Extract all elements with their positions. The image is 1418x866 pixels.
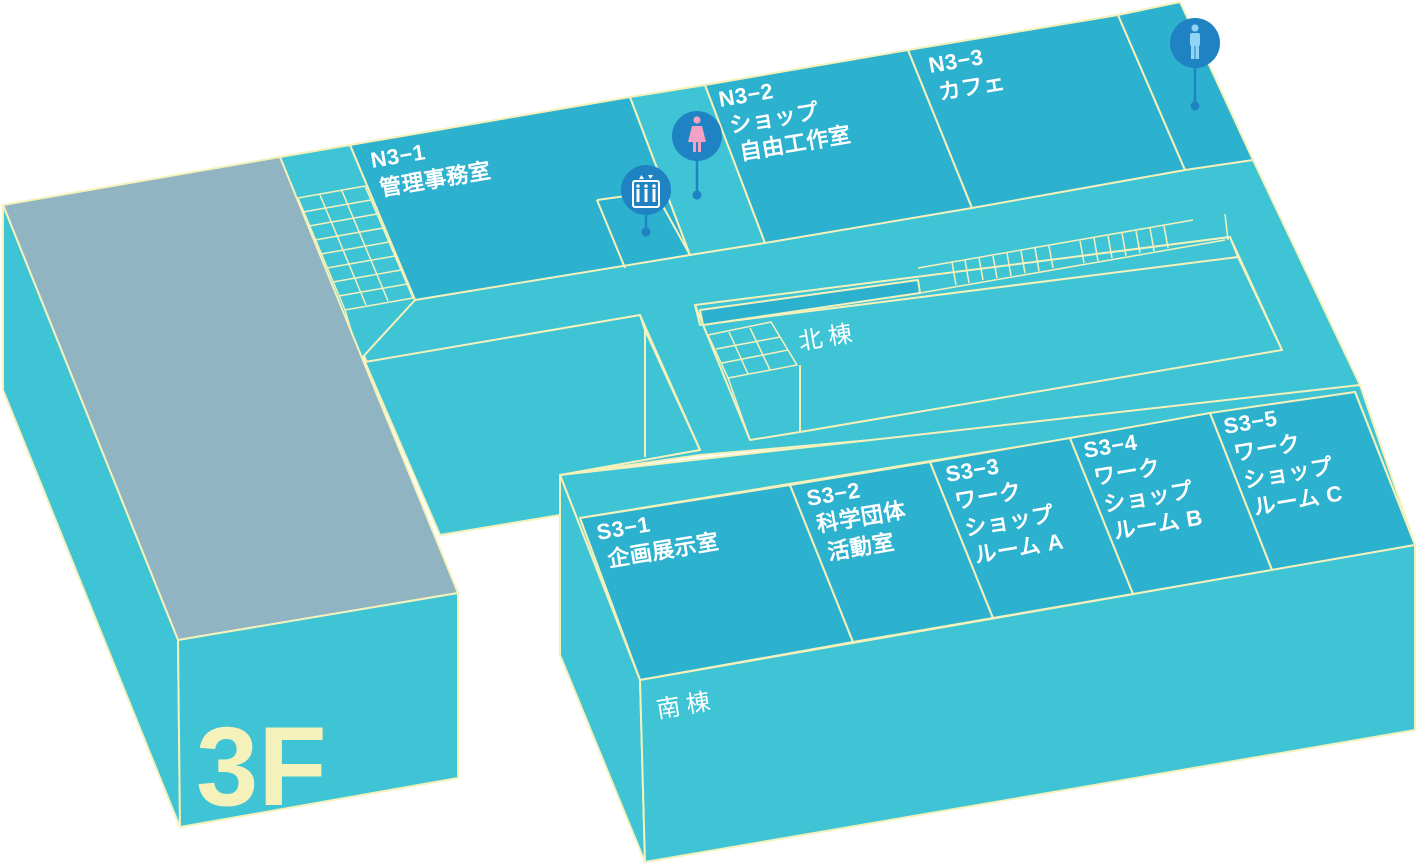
floor-label: 3F: [196, 704, 327, 829]
atrium-north: [694, 236, 1283, 441]
restroom-strip: [1117, 1, 1254, 171]
female-restroom-marker[interactable]: [672, 111, 722, 200]
female-restroom-icon: [688, 116, 706, 152]
elevator-marker[interactable]: [621, 165, 671, 237]
stair-steps-north: [297, 185, 414, 361]
stair-steps-atrium: [707, 321, 799, 441]
elevator-icon: [632, 175, 660, 208]
male-restroom-icon: [1190, 24, 1200, 59]
south-wing-front: [639, 544, 1416, 863]
west-block-front: [177, 592, 459, 828]
male-restroom-marker[interactable]: [1170, 18, 1220, 111]
railing-north: [917, 213, 1229, 294]
